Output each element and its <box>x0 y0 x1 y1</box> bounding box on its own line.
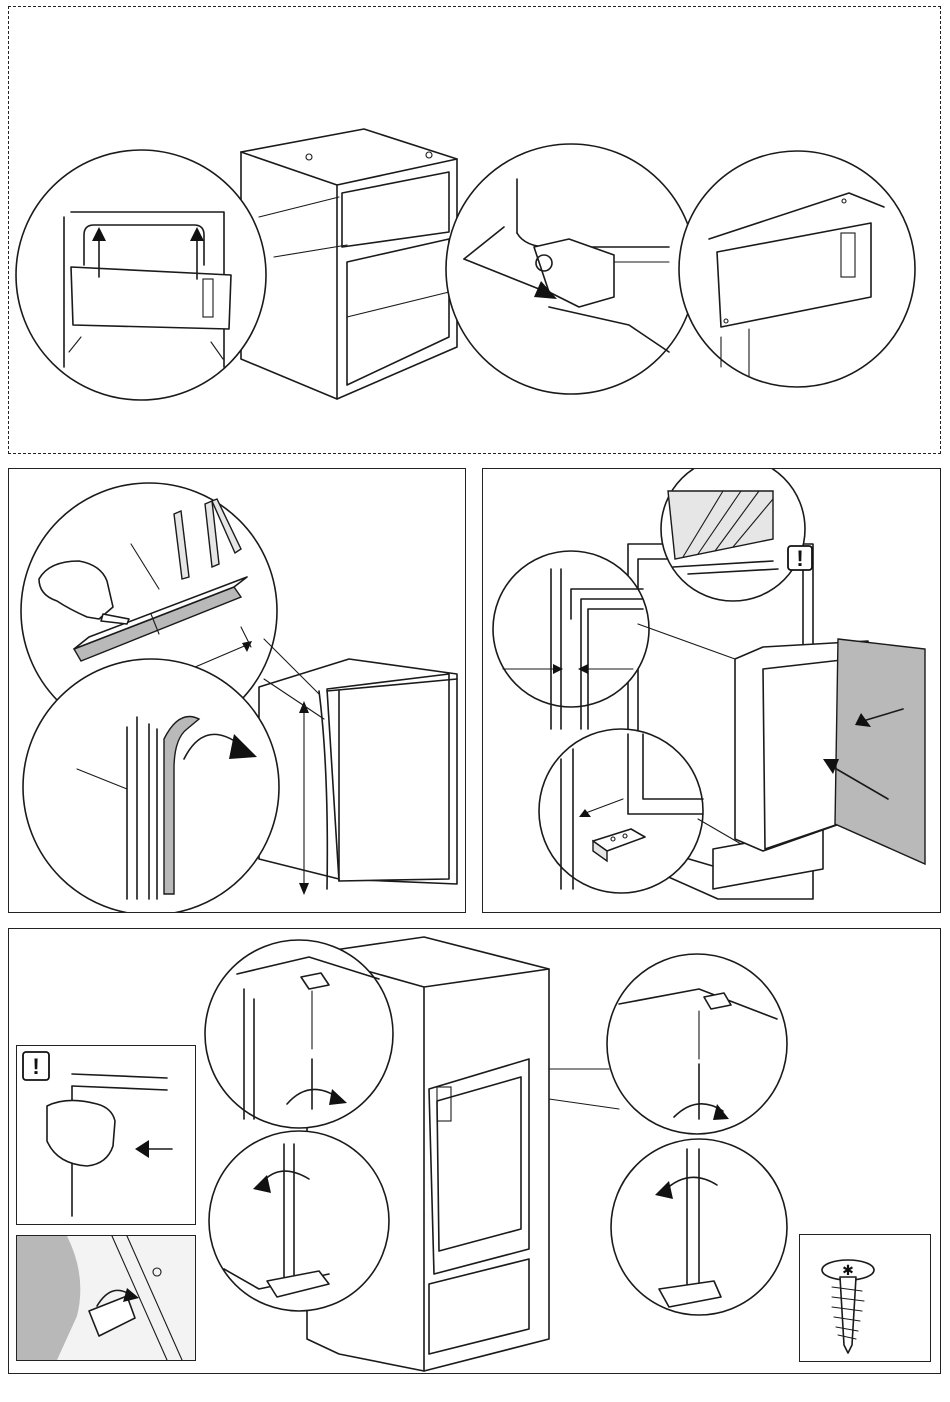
warning-mark: ! <box>796 546 803 571</box>
screw-zoom-bottom-left <box>209 1131 389 1311</box>
screw-zoom-bottom-right <box>611 1139 787 1315</box>
appliance-drawing <box>259 659 457 895</box>
screw-subpanel: ✱ <box>799 1234 931 1362</box>
top-cover-zoom <box>679 151 915 387</box>
niche-insert-illustration: ! <box>483 469 940 912</box>
door-panel <box>835 639 925 864</box>
hinge-cover-subpanel <box>16 1235 196 1361</box>
sealing-strip-illustration <box>9 469 465 912</box>
niche-insert-panel: ! <box>482 468 941 913</box>
appliance-drawing <box>735 639 925 864</box>
top-step-panel <box>8 6 941 454</box>
hand-icon <box>47 1100 115 1166</box>
push-arrow-icon <box>135 1140 149 1158</box>
hinge-zoom <box>446 144 696 394</box>
sealing-strip-panel <box>8 468 466 913</box>
warning-mark: ! <box>32 1054 39 1079</box>
screw-icon: ✱ <box>800 1235 930 1361</box>
screw-zoom-top-left <box>205 940 393 1128</box>
screw-zoom-top-right <box>607 954 787 1134</box>
top-step-illustration <box>9 7 942 455</box>
hand-warning-subpanel: ! <box>16 1045 196 1225</box>
screw-fixing-panel: ! ✱ <box>8 928 941 1374</box>
cabinet-niche-drawing <box>241 129 457 399</box>
